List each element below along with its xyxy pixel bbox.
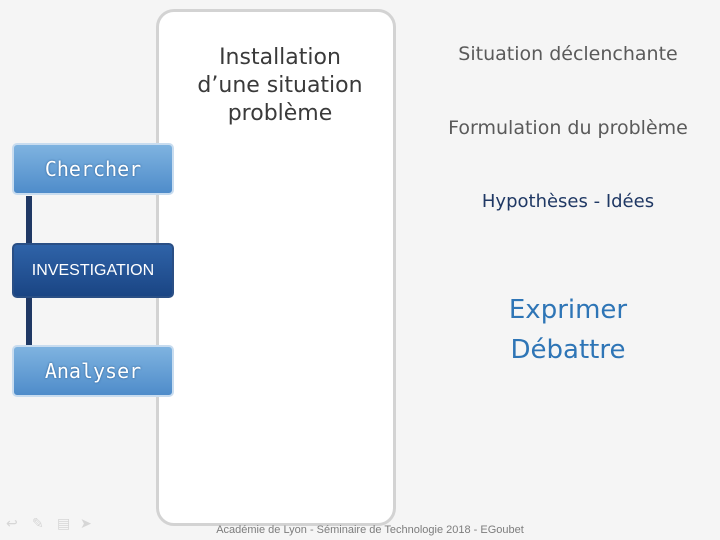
forward-arrow-icon[interactable]: ➤ — [80, 516, 92, 532]
connector-line-bottom — [26, 298, 32, 346]
pen-icon[interactable]: ✎ — [32, 516, 44, 532]
panel-title-line-2: d’une situation — [197, 73, 363, 98]
panel-title-line-3: problème — [227, 101, 333, 126]
formulation-text: Formulation du problème — [448, 117, 688, 139]
step-chercher-label: Chercher — [44, 157, 142, 181]
exprimer-debattre-text: Exprimer Débattre — [420, 290, 716, 370]
step-analyser-label: Analyser — [44, 359, 142, 383]
debattre-text: Débattre — [510, 335, 626, 365]
footer-text: Académie de Lyon - Séminaire de Technolo… — [216, 524, 524, 536]
content-panel — [156, 9, 396, 526]
connector-line-top — [26, 196, 32, 244]
step-investigation-label: INVESTIGATION — [31, 261, 155, 279]
hypotheses-text: Hypothèses - Idées — [481, 191, 655, 212]
step-chercher[interactable]: Chercher — [12, 143, 174, 195]
menu-icon[interactable]: ▤ — [57, 516, 71, 532]
step-investigation[interactable]: INVESTIGATION — [12, 243, 174, 298]
exprimer-text: Exprimer — [508, 295, 628, 325]
panel-title-line-1: Installation — [219, 45, 341, 70]
back-arrow-icon[interactable]: ↩ — [6, 516, 18, 532]
situation-text: Situation déclenchante — [458, 43, 678, 65]
step-analyser[interactable]: Analyser — [12, 345, 174, 397]
panel-title: Installation d’une situation problème — [180, 44, 380, 128]
